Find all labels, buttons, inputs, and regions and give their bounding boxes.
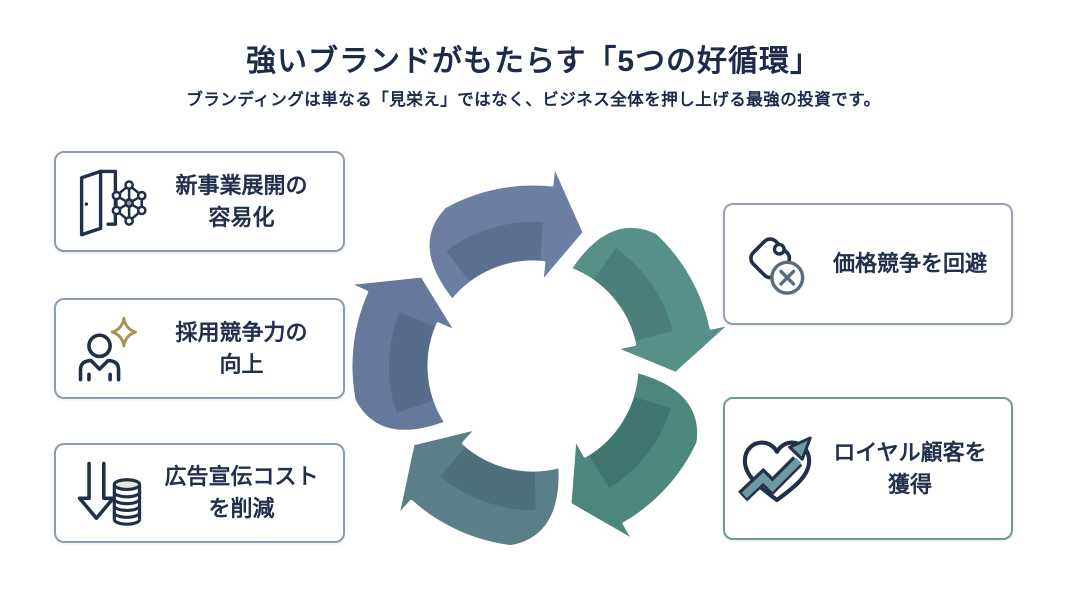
benefit-card-new-business: 新事業展開の 容易化 <box>54 151 345 252</box>
cost-reduction-icon <box>64 456 152 530</box>
price-tag-x-icon <box>733 224 821 304</box>
page-subtitle: ブランディングは単なる「見栄え」ではなく、ビジネス全体を押し上げる最強の投資です… <box>186 91 881 109</box>
cycle-arrows-icon <box>347 163 733 549</box>
heart-growth-icon <box>733 430 821 508</box>
person-sparkle-icon <box>64 312 152 386</box>
benefit-label: 価格競争を回避 <box>832 251 987 277</box>
benefit-card-ad-cost: 広告宣伝コスト を削減 <box>54 443 345 543</box>
cycle-diagram <box>323 156 743 576</box>
benefit-card-recruiting: 採用競争力の 向上 <box>54 298 345 399</box>
benefit-label: ロイヤル顧客を 獲得 <box>833 439 987 497</box>
benefit-label: 新事業展開の 容易化 <box>175 172 308 230</box>
benefit-label: 採用競争力の 向上 <box>175 319 308 377</box>
benefit-card-loyal-customers: ロイヤル顧客を 獲得 <box>723 397 1013 540</box>
door-network-icon <box>64 164 152 240</box>
benefit-label: 広告宣伝コスト を削減 <box>164 464 319 521</box>
benefit-card-price-competition: 価格競争を回避 <box>723 203 1013 325</box>
page-title: 強いブランドがもたらす「5つの好循環」 <box>245 45 822 78</box>
